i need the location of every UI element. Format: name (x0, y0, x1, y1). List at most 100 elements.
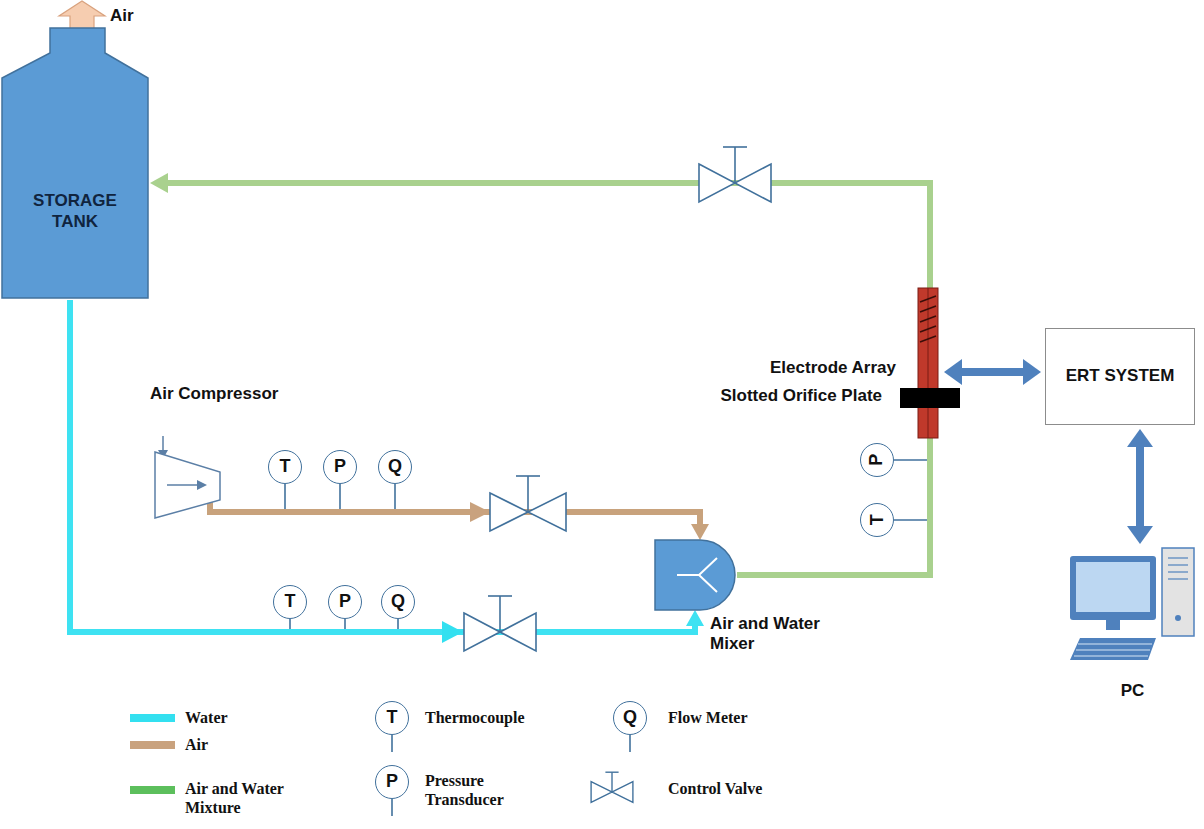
drawing-part (655, 540, 735, 610)
drawing-part (918, 288, 938, 438)
drawing-part (1168, 571, 1188, 572)
valve-body (591, 782, 633, 803)
instrument-letter: P (866, 454, 888, 466)
inlet-line (162, 436, 164, 452)
control-valve (490, 476, 566, 531)
valve-body (699, 164, 771, 202)
legend-symbol: Q (613, 701, 647, 735)
instrument-gauge: P (860, 443, 894, 477)
drawing-part (1168, 578, 1188, 579)
stem (339, 484, 341, 509)
valve-body (490, 493, 566, 531)
control-valve (464, 596, 536, 651)
stem (397, 619, 399, 629)
system-box: ERT SYSTEM (1045, 328, 1195, 425)
instrument-gauge: T (860, 503, 894, 537)
electrode-array: Electrode Array (918, 288, 938, 438)
storage-tank-outline (0, 28, 150, 300)
legend-entry: Pressure Transducer (425, 771, 537, 809)
mixer-unit: Air and Water Mixer (655, 540, 737, 610)
vent-arrow (59, 1, 105, 30)
air-compressor-outline (155, 452, 220, 518)
legend-swatch (130, 741, 175, 749)
legend-symbol-letter: T (387, 707, 398, 729)
box-title: ERT SYSTEM (1066, 366, 1175, 386)
legend-swatch (130, 714, 175, 722)
instrument-gauge: P (323, 450, 357, 484)
drawing-part (1074, 656, 1148, 657)
valve-handle (488, 595, 512, 597)
drawing-part (920, 326, 936, 332)
part-label: Electrode Array (696, 358, 896, 378)
signal-arrow (1136, 447, 1144, 526)
pipe-line (70, 300, 695, 632)
valve-stem (734, 147, 736, 183)
drawing-part (1175, 615, 1181, 621)
air-arrowhead (470, 502, 490, 522)
legend-symbol: T (375, 701, 409, 735)
instrument-letter: T (280, 456, 291, 478)
legend-text: Thermocouple (425, 709, 525, 726)
legend-text: Air (185, 736, 208, 753)
drawing-part (920, 296, 936, 302)
orifice-plate-outline (900, 388, 960, 408)
vent-label: Air (110, 6, 134, 25)
pipe-line (210, 502, 700, 524)
air-compressor: Air Compressor (155, 452, 220, 518)
legend-entry: Control Valve (668, 779, 762, 798)
label-holder: Air (110, 6, 134, 26)
drawing-part (1168, 564, 1188, 565)
instrument-gauge: P (328, 585, 362, 619)
instrument-letter: P (339, 591, 351, 613)
valve-handle (605, 772, 618, 773)
valve-stem (499, 596, 501, 632)
instrument-gauge: Q (378, 450, 412, 484)
stem (391, 799, 393, 816)
drawing-part (920, 306, 936, 312)
legend-text: Water (185, 709, 228, 726)
pipe-line (168, 183, 930, 575)
legend-symbol-letter: Q (623, 707, 637, 729)
instrument-letter: P (334, 456, 346, 478)
instrument-letter: T (866, 515, 888, 526)
stem (629, 735, 631, 752)
legend-symbol-letter: P (386, 771, 398, 793)
valve-body (464, 613, 536, 651)
signal-arrow (962, 368, 1023, 376)
valve-handle (723, 146, 747, 148)
stem (394, 484, 396, 509)
legend-entry: Thermocouple (425, 708, 525, 727)
instrument-stems (285, 460, 927, 816)
drawing-part (677, 558, 717, 592)
water-arrowhead (442, 621, 463, 643)
legend-text: Pressure Transducer (425, 772, 504, 808)
part-label: PC (1070, 681, 1195, 701)
instrument-gauge: T (273, 585, 307, 619)
legend-text: Control Valve (668, 780, 762, 797)
computer-icon-outline (1070, 548, 1195, 670)
mixer-unit-outline (655, 540, 737, 610)
drawing-part (1168, 557, 1188, 558)
legend-text: Air and Water Mixture (185, 780, 284, 816)
drawing-part (928, 288, 929, 438)
valve-handle (516, 475, 540, 477)
drawing-part (1070, 638, 1156, 660)
stem (391, 735, 393, 752)
electrode-array-outline (918, 288, 938, 438)
part-label: Air and Water Mixer (710, 614, 850, 655)
drawing-part (920, 316, 936, 322)
legend-entry: Air and Water Mixture (185, 779, 310, 817)
legend-entry: Water (185, 708, 228, 727)
stem (894, 459, 927, 461)
legend-symbol: P (375, 765, 409, 799)
part-label: Slotted Orifice Plate (678, 386, 882, 406)
legend-swatch (130, 786, 175, 794)
drawing-part (1076, 650, 1150, 651)
computer-icon: PC (1070, 548, 1195, 670)
drawing-part (197, 480, 207, 490)
part-label: Air Compressor (150, 384, 278, 404)
drawing-part (155, 452, 220, 518)
instrument-letter: Q (388, 456, 402, 478)
stem (344, 619, 346, 629)
